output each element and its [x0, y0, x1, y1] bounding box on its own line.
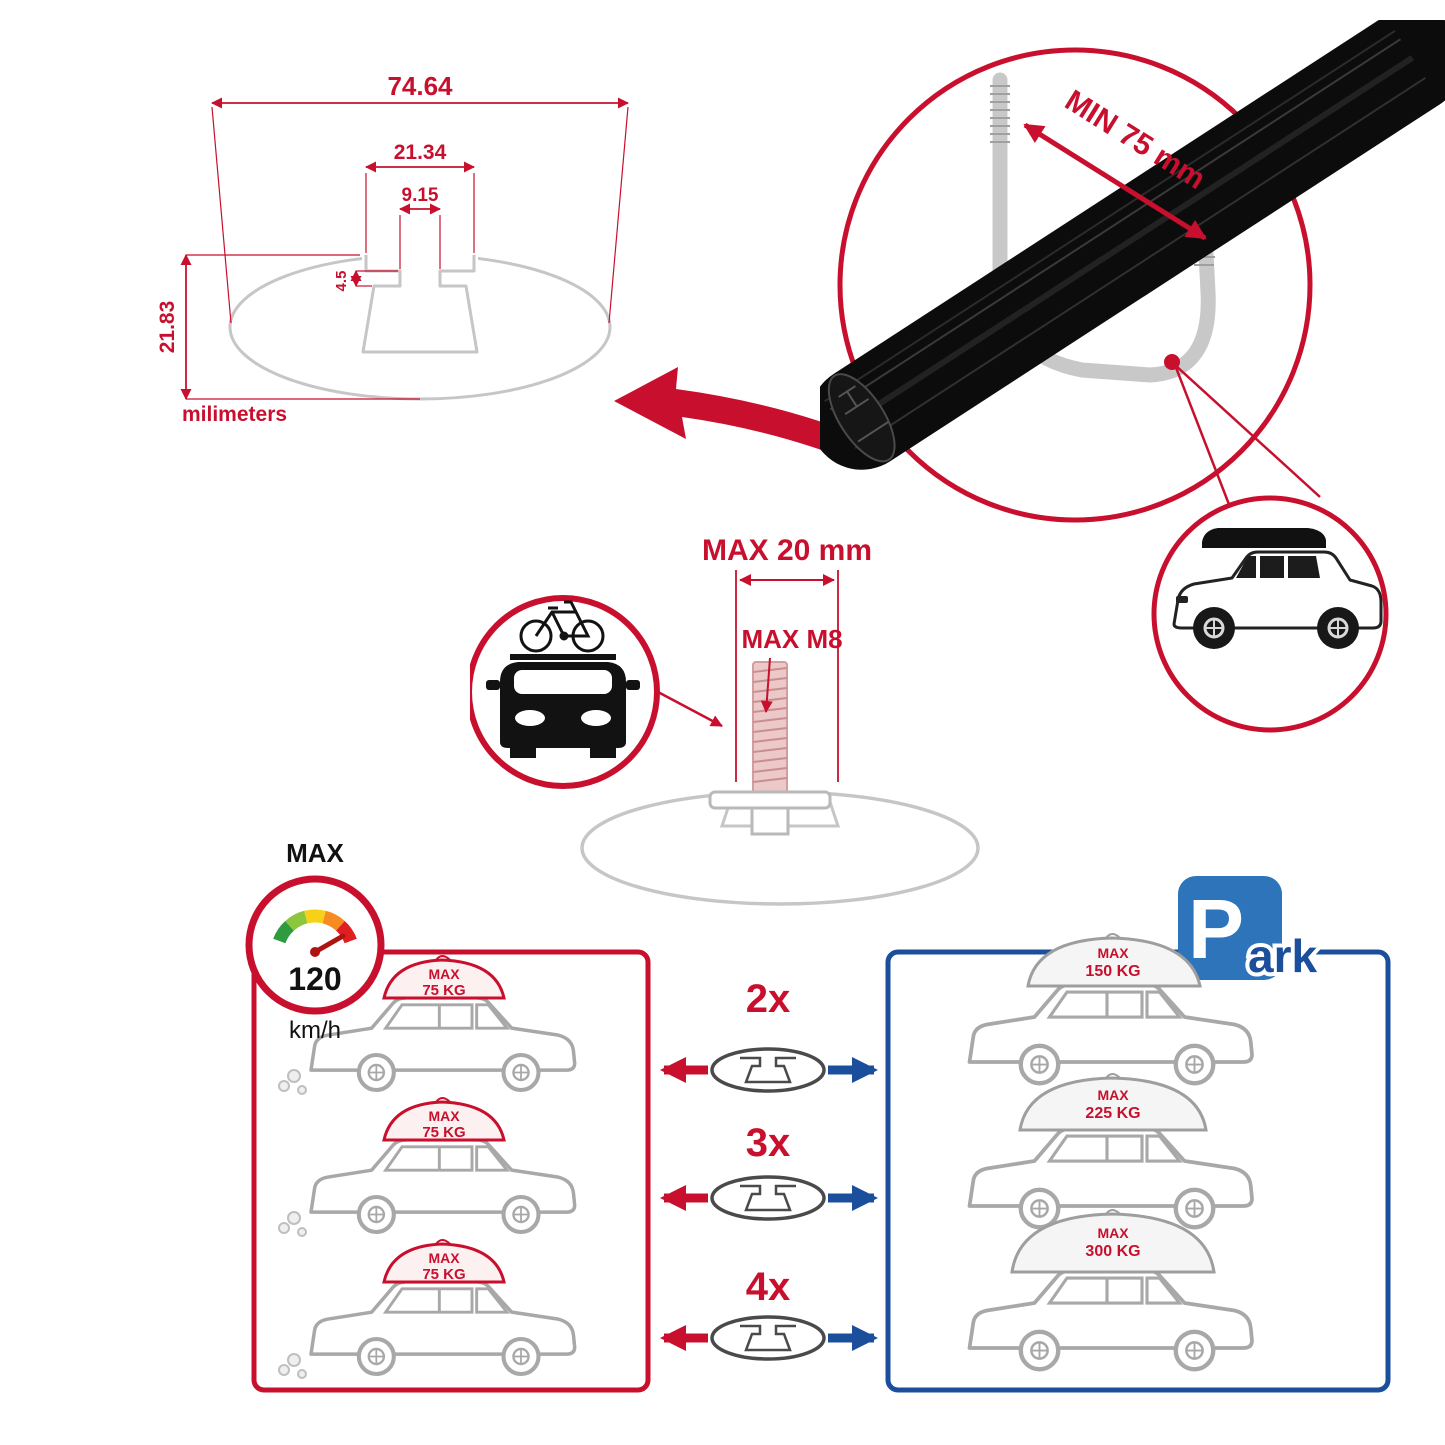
bolt-length-dimension: MAX 20 mm MAX M8 [702, 534, 872, 782]
cargo-weight-label: 300 KG [1085, 1243, 1140, 1260]
dim-slot-width-label: 9.15 [402, 185, 439, 206]
parked-car-row-1: MAX 150 KG [970, 933, 1253, 1083]
crossbar-count-icon [710, 1047, 826, 1093]
bike-icon [519, 600, 605, 653]
speed-value: 120 [288, 961, 341, 997]
dimension-slot-width: 9.15 [399, 185, 441, 269]
dim-profile-height-label: 21.83 [156, 301, 179, 354]
cargo-max-label: MAX [1097, 1225, 1129, 1241]
crossbar-count-icon [710, 1175, 826, 1221]
bolt-length-label: MAX 20 mm [702, 534, 872, 567]
speed-max-label: MAX [286, 840, 344, 868]
crossbar-profile-icon [228, 247, 612, 401]
driving-car-row-3: MAX 75 KG [278, 1239, 575, 1379]
multiplier-row-2: 3x [660, 1121, 878, 1221]
cargo-bag-icon [382, 1100, 506, 1142]
bike-car-circle [470, 595, 723, 789]
cargo-bag-icon [1018, 1076, 1208, 1132]
bolt-diagram: MAX 20 mm MAX M8 [470, 534, 980, 906]
cargo-weight-label: 75 KG [422, 982, 465, 999]
speedometer-icon [273, 909, 357, 957]
multiplier-row-3: 4x [660, 1265, 878, 1361]
parked-car-row-3: MAX 300 KG [970, 1209, 1253, 1369]
closeup-circle [837, 47, 1313, 523]
cargo-bag-icon [1026, 936, 1202, 988]
dimension-upper-width: 21.34 [365, 141, 475, 253]
gauge-circle [245, 875, 385, 1015]
dim-step-depth-label: 4.5 [333, 271, 350, 292]
suv-with-roofbox-icon [1172, 528, 1383, 649]
cargo-max-label: MAX [428, 966, 460, 982]
crossbar-endcap [827, 373, 896, 463]
bolt-thread-label: MAX M8 [741, 624, 842, 654]
cargo-weight-label: 150 KG [1085, 963, 1140, 980]
dimension-total-width: 74.64 [211, 71, 629, 324]
cargo-bag-icon [382, 1242, 506, 1284]
cargo-weight-label: 75 KG [422, 1266, 465, 1283]
driving-car-row-2: MAX 75 KG [278, 1097, 575, 1237]
dim-total-width-label: 74.64 [387, 71, 453, 101]
hex-bolt-icon [708, 661, 832, 836]
dim-upper-width-label: 21.34 [394, 141, 447, 164]
multiplier-label: 4x [746, 1265, 791, 1309]
cargo-max-label: MAX [428, 1250, 460, 1266]
cargo-weight-label: 75 KG [422, 1124, 465, 1141]
speed-unit: km/h [289, 1017, 341, 1044]
multiplier-label: 2x [746, 977, 791, 1021]
load-comparison: P ark 2x 3x 4x [251, 876, 1391, 1393]
crossbar-count-icon [710, 1315, 826, 1361]
pointer-arrow-shape [614, 367, 868, 465]
car-front-icon [486, 654, 640, 758]
driving-car-row-1: MAX 75 KG [278, 955, 575, 1095]
parked-car-row-2: MAX 225 KG [970, 1073, 1253, 1227]
unit-label: milimeters [182, 403, 287, 426]
circle-leader-line [657, 690, 723, 728]
park-sign-icon: P ark [1178, 876, 1321, 986]
callout-lines [1173, 364, 1321, 508]
dimension-profile-height: 21.83 [156, 254, 420, 400]
cargo-bag-icon [1010, 1212, 1216, 1274]
speed-limit-gauge: MAX 120 km/h [245, 840, 385, 1044]
cargo-max-label: MAX [1097, 945, 1129, 961]
crossbar-closeup: MIN 75 mm [820, 20, 1445, 523]
cargo-bag-icon [382, 958, 506, 1000]
park-sign-letter: P [1188, 882, 1244, 976]
cargo-max-label: MAX [428, 1108, 460, 1124]
cargo-weight-label: 225 KG [1085, 1105, 1140, 1122]
profile-dimension-diagram: 74.64 21.34 9.15 4.5 21.83 milimeters [156, 71, 629, 426]
roofbox-icon [1202, 528, 1326, 548]
cargo-max-label: MAX [1097, 1087, 1129, 1103]
multiplier-row-1: 2x [660, 977, 878, 1093]
dimension-step-depth: 4.5 [333, 270, 398, 292]
multiplier-label: 3x [746, 1121, 791, 1165]
crossbar-3d-icon [820, 20, 1445, 470]
suv-roofbox-circle [1151, 495, 1389, 733]
pointer-arrow [614, 367, 868, 465]
park-sign-suffix: ark [1248, 930, 1317, 982]
